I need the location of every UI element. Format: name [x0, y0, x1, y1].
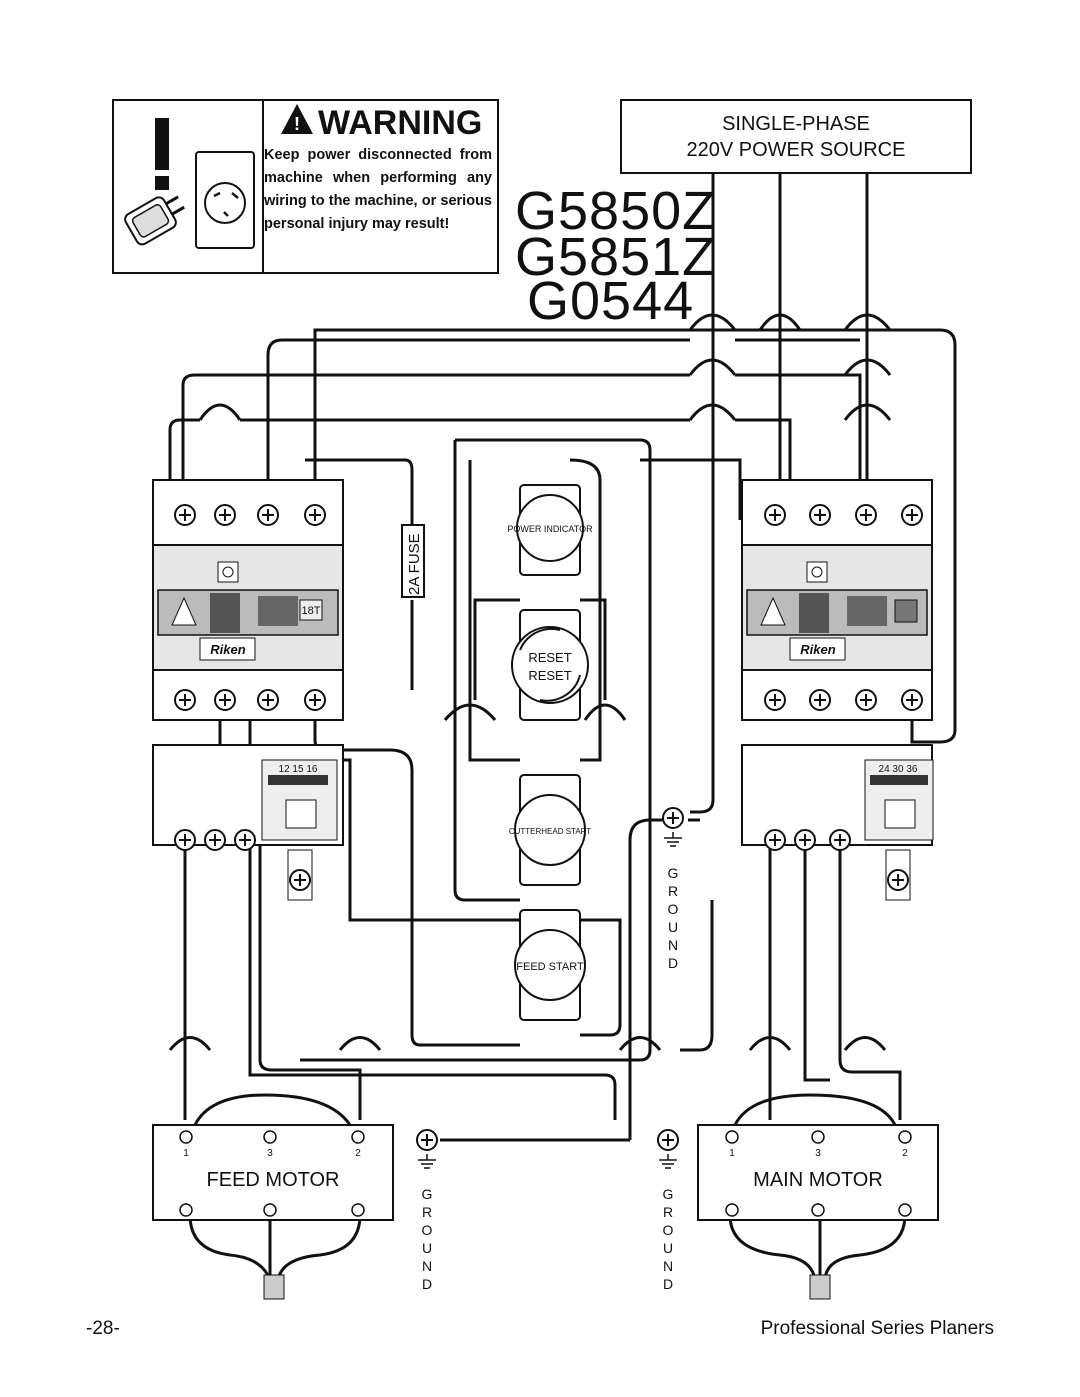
feed-terminal-2: 2 [355, 1148, 361, 1159]
footer-title: Professional Series Planers [760, 1318, 994, 1339]
svg-text:!: ! [294, 114, 300, 134]
right-contactor [741, 479, 934, 901]
feed-motor-label: FEED MOTOR [207, 1169, 340, 1191]
right-overload-dial: 24 30 36 [879, 764, 918, 775]
warning-title: WARNING [318, 104, 482, 142]
left-tag: 18T [302, 605, 321, 617]
power-source-line2: 220V POWER SOURCE [687, 139, 906, 161]
left-overload-dial: 12 15 16 [279, 764, 318, 775]
switch-cutterhead-start: CUTTERHEAD START [509, 827, 591, 836]
power-source-box [620, 99, 972, 174]
model-3: G0544 [527, 271, 695, 331]
ground-screw-main [657, 1129, 679, 1151]
right-brand: Riken [800, 642, 835, 657]
plug-icon [124, 195, 185, 246]
feed-terminal-3: 3 [267, 1148, 273, 1159]
main-motor-label: MAIN MOTOR [753, 1169, 883, 1191]
switch-reset: RESET [528, 650, 571, 665]
warning-triangle-icon [281, 104, 313, 134]
power-source-line1: SINGLE-PHASE [722, 113, 870, 135]
model-2: G5851Z [515, 227, 717, 287]
ground-label-main: GROUND [660, 1186, 676, 1294]
ground-label-top: GROUND [665, 865, 681, 973]
switch-feed-start: FEED START [516, 961, 584, 973]
main-terminal-1: 1 [729, 1148, 735, 1159]
ground-screw-feed [416, 1129, 438, 1151]
fuse-label: 2A FUSE [406, 533, 423, 595]
ground-screw-top [662, 807, 684, 829]
fuse [401, 524, 425, 598]
switch-reset-alt: RESET [528, 668, 571, 683]
switch-power-indicator: POWER INDICATOR [507, 524, 593, 534]
page-number: -28- [86, 1318, 120, 1339]
model-1: G5850Z [515, 181, 717, 241]
main-terminal-3: 3 [815, 1148, 821, 1159]
ground-label-feed: GROUND [419, 1186, 435, 1294]
main-terminal-2: 2 [902, 1148, 908, 1159]
switches [511, 484, 589, 1021]
warning-body: Keep power disconnected from machine whe… [264, 147, 492, 232]
left-brand: Riken [210, 642, 245, 657]
feed-terminal-1: 1 [183, 1148, 189, 1159]
